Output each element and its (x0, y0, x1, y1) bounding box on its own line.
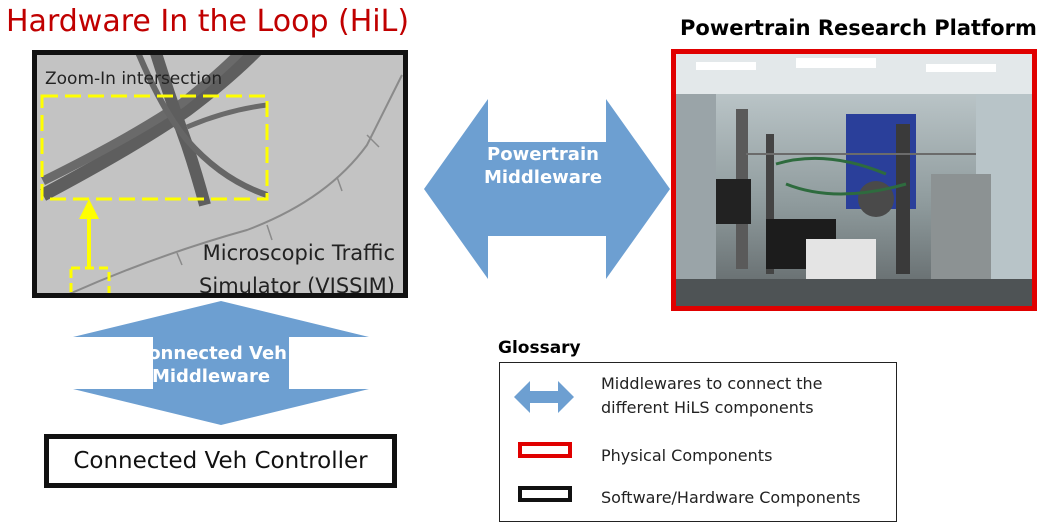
traffic-simulator-panel: Zoom-In intersection Microscopic Traffic… (32, 50, 408, 298)
zoomed-intersection (39, 55, 268, 207)
connected-middleware-line2: Middleware (151, 366, 271, 388)
simulator-label: Microscopic Traffic Simulator (VISSIM) (199, 237, 395, 298)
physical-swatch-icon (518, 442, 572, 458)
connected-veh-controller-box: Connected Veh Controller (44, 434, 397, 488)
road-network-graphic (39, 55, 403, 293)
powertrain-middleware-arrow-icon (424, 99, 670, 279)
software-swatch-icon (518, 486, 572, 502)
powertrain-middleware-line2: Middleware (483, 167, 603, 189)
zoom-up-arrow-icon (79, 199, 99, 267)
simulator-label-line2: Simulator (VISSIM) (199, 274, 395, 298)
powertrain-platform-photo (671, 49, 1037, 311)
glossary-middleware-line2: different HiLS components (601, 398, 814, 417)
simulator-label-line1: Microscopic Traffic (202, 241, 395, 265)
glossary-software-text: Software/Hardware Components (601, 488, 861, 507)
connected-veh-middleware-label: Connected Veh Middleware (75, 342, 347, 389)
glossary-legend: Middlewares to connect the different HiL… (499, 362, 897, 522)
lab-photo-illustration (676, 54, 1032, 306)
middleware-legend-arrow-icon (514, 381, 574, 413)
powertrain-middleware-line1: Powertrain (487, 144, 599, 165)
glossary-middleware-line1: Middlewares to connect the (601, 374, 823, 393)
hil-title: Hardware In the Loop (HiL) (6, 4, 410, 39)
powertrain-middleware-label: Powertrain Middleware (438, 143, 648, 190)
glossary-physical-text: Physical Components (601, 446, 773, 465)
connected-middleware-line1: Connected Veh (134, 343, 287, 364)
glossary-title: Glossary (498, 338, 581, 358)
powertrain-platform-title: Powertrain Research Platform (680, 16, 1037, 40)
glossary-middleware-text: Middlewares to connect the different HiL… (601, 372, 823, 420)
zoom-in-label: Zoom-In intersection (45, 69, 223, 89)
connected-veh-middleware-arrow-icon (73, 301, 369, 425)
